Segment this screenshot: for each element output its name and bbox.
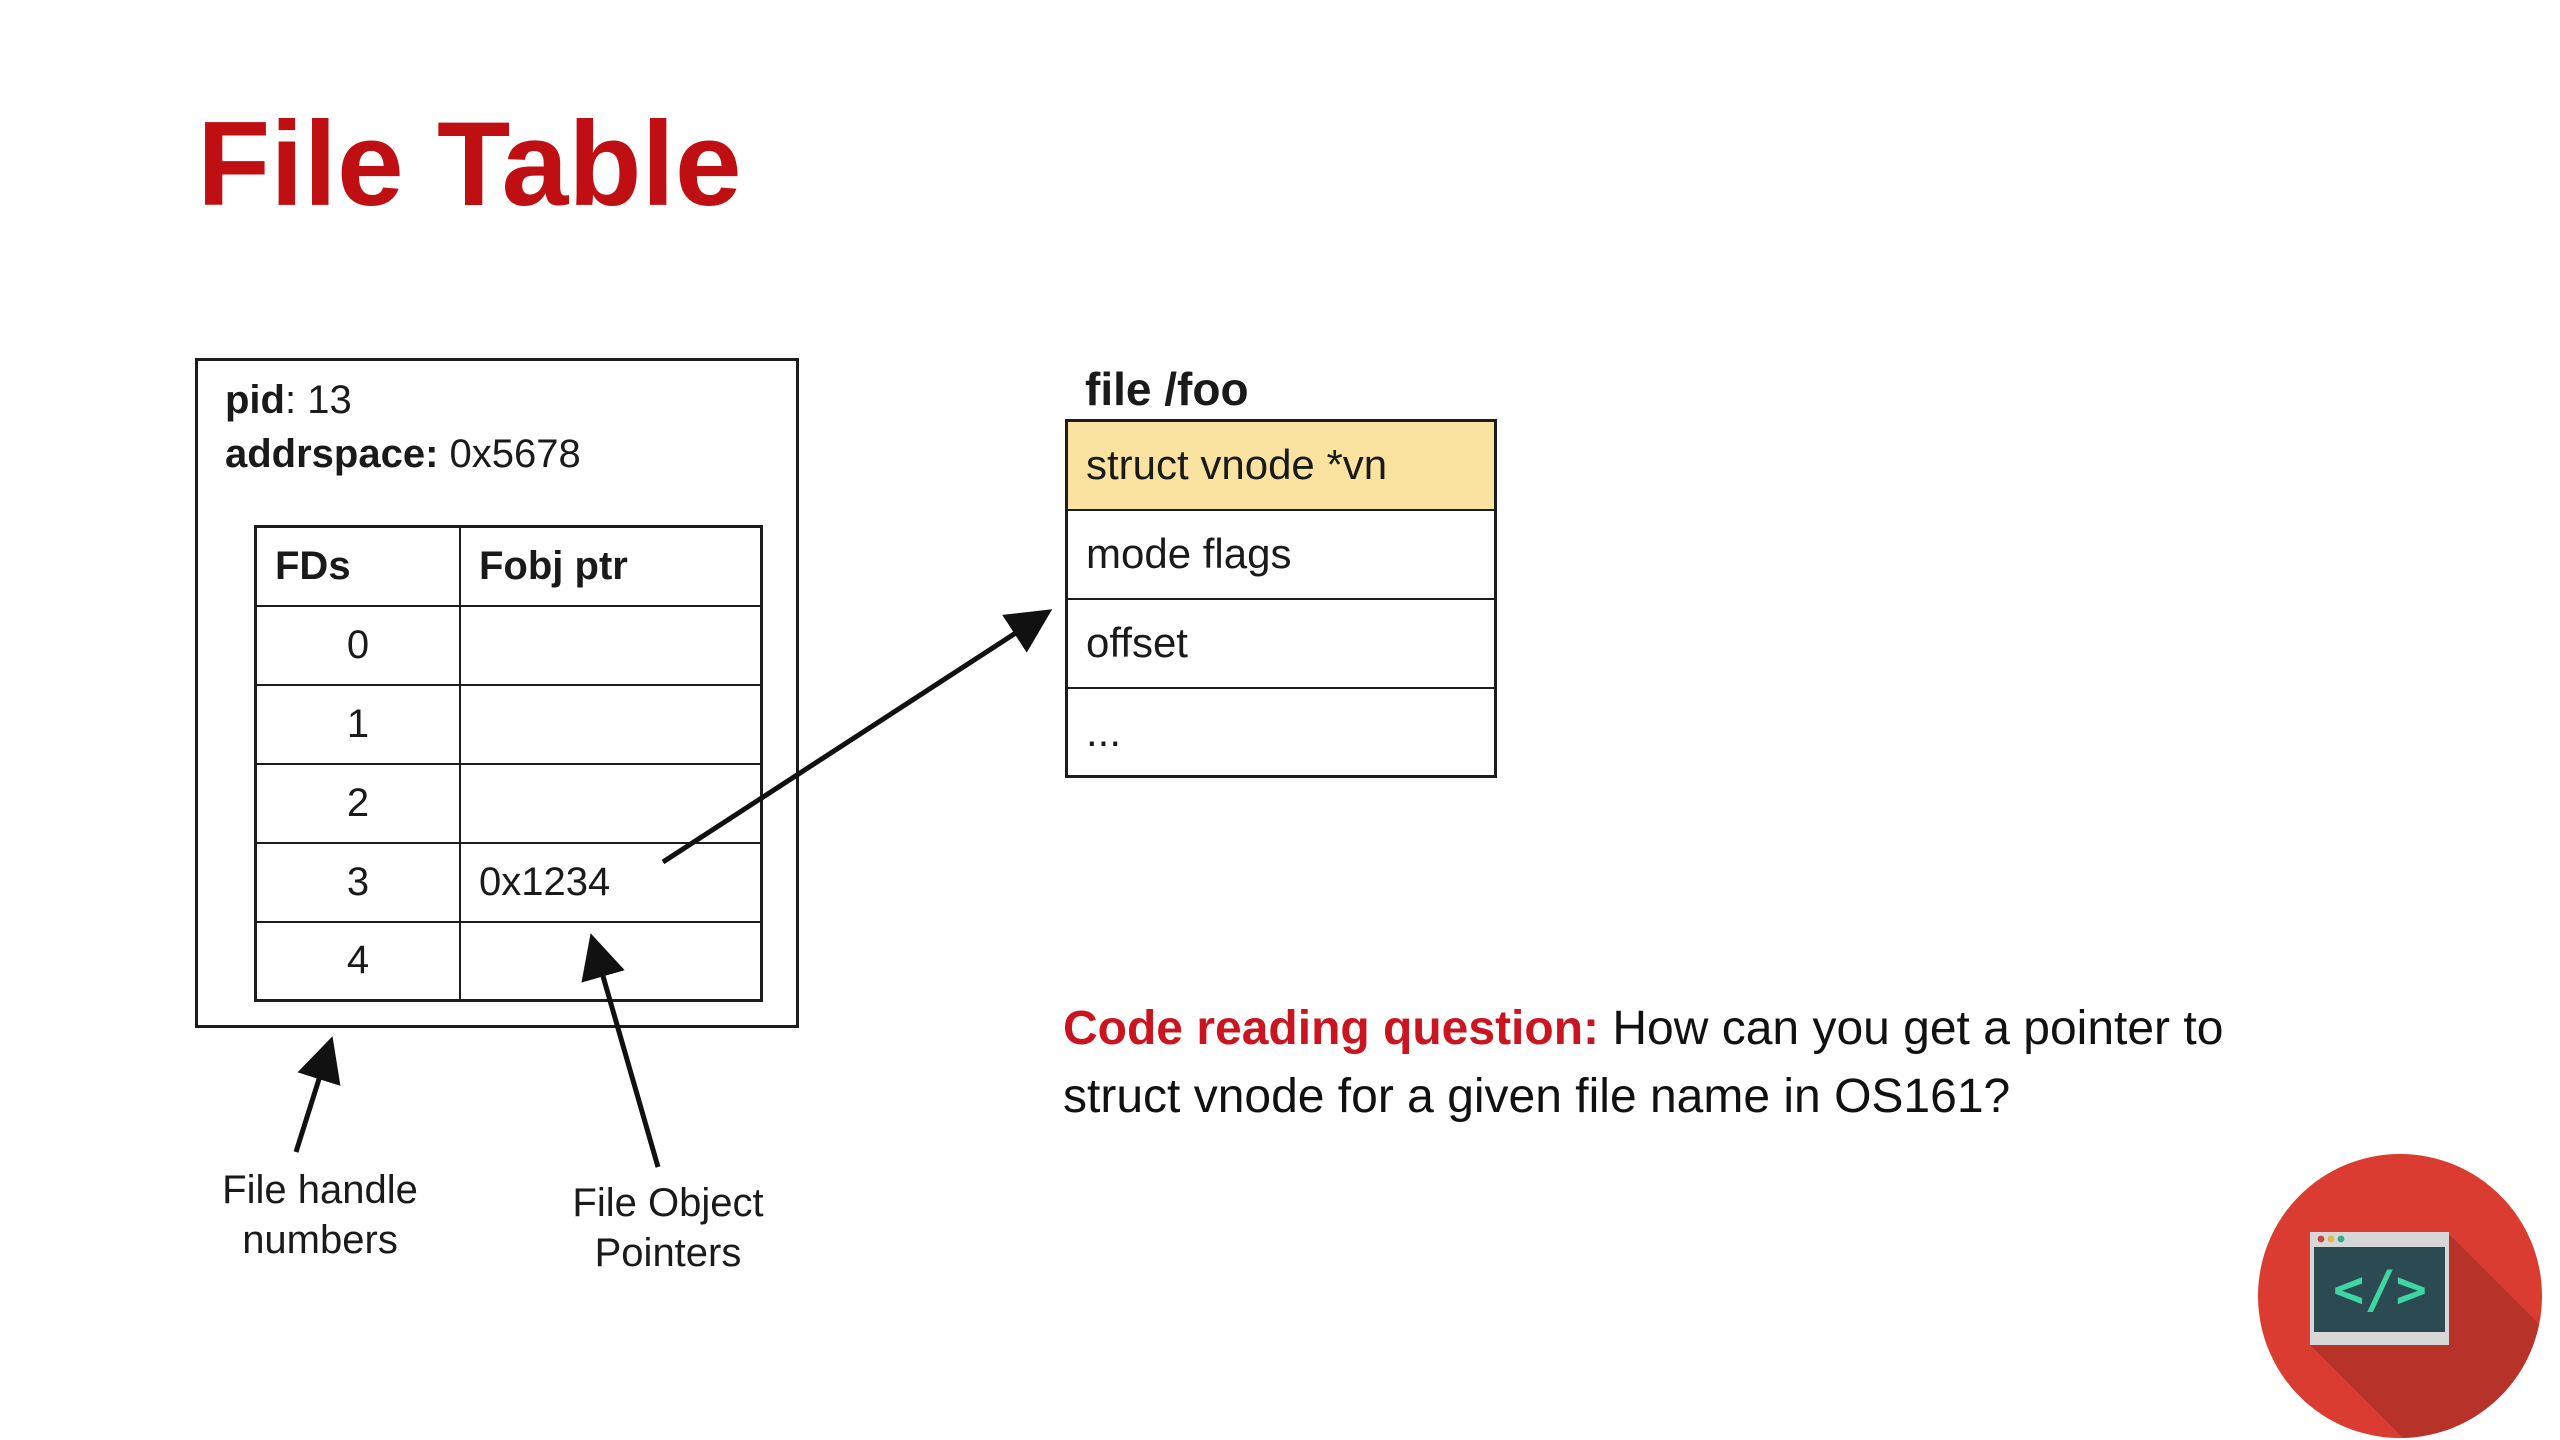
window-dot-yellow-icon bbox=[2327, 1235, 2335, 1243]
fd-table-header-row: FDs Fobj ptr bbox=[254, 525, 763, 607]
fd-table-grid: FDs Fobj ptr 0 1 2 3 0x1234 bbox=[254, 525, 763, 1002]
table-row: 0 bbox=[254, 604, 763, 686]
file-object-row: ... bbox=[1065, 686, 1497, 778]
file-object-title: file /foo bbox=[1085, 363, 1249, 415]
page-title: File Table bbox=[197, 97, 742, 231]
table-row: 1 bbox=[254, 683, 763, 765]
file-object-grid: struct vnode *vn mode flags offset ... bbox=[1065, 419, 1497, 778]
window-dot-green-icon bbox=[2337, 1235, 2345, 1243]
fd-column-header: FDs bbox=[254, 525, 461, 607]
window-dot-red-icon bbox=[2317, 1235, 2325, 1243]
fobj-ptr-column-header: Fobj ptr bbox=[459, 525, 763, 607]
fobj-ptr-cell bbox=[459, 604, 763, 686]
fd-cell: 1 bbox=[254, 683, 461, 765]
fobj-ptr-cell bbox=[459, 683, 763, 765]
table-row: 3 0x1234 bbox=[254, 841, 763, 923]
question-rest: How can you get a pointer to bbox=[1599, 1002, 2224, 1055]
pid-value: : 13 bbox=[284, 378, 352, 422]
file-handle-numbers-arrow bbox=[293, 1036, 341, 1153]
pid-label: pid bbox=[225, 378, 285, 422]
file-object-row: mode flags bbox=[1065, 508, 1497, 600]
addrspace-value: 0x5678 bbox=[438, 432, 581, 476]
table-row: offset bbox=[1065, 597, 1497, 689]
code-reading-question: Code reading question: How can you get a… bbox=[1063, 995, 2523, 1131]
question-line-2: struct vnode for a given file name in OS… bbox=[1063, 1070, 2011, 1123]
file-object-pointers-label: File Object Pointers bbox=[518, 1178, 818, 1278]
process-attributes: pid: 13 addrspace: 0x5678 bbox=[225, 373, 581, 481]
table-row: ... bbox=[1065, 686, 1497, 778]
pid-line: pid: 13 bbox=[225, 373, 581, 427]
addrspace-label: addrspace: bbox=[225, 432, 439, 476]
file-object-table: struct vnode *vn mode flags offset ... bbox=[1065, 419, 1497, 778]
fd-cell: 0 bbox=[254, 604, 461, 686]
code-symbol: </> bbox=[2333, 1260, 2427, 1320]
code-window-screen bbox=[2314, 1247, 2445, 1332]
question-line-1: Code reading question: How can you get a… bbox=[1063, 995, 2523, 1063]
process-box: pid: 13 addrspace: 0x5678 FDs Fobj ptr 0… bbox=[195, 358, 799, 1028]
question-lead: Code reading question: bbox=[1063, 1002, 1600, 1055]
label-line: numbers bbox=[242, 1218, 398, 1262]
table-row: 4 bbox=[254, 920, 763, 1002]
table-row: struct vnode *vn bbox=[1065, 419, 1497, 511]
table-row: 2 bbox=[254, 762, 763, 844]
file-object-row: offset bbox=[1065, 597, 1497, 689]
fd-cell: 2 bbox=[254, 762, 461, 844]
fobj-ptr-cell bbox=[459, 762, 763, 844]
table-row: mode flags bbox=[1065, 508, 1497, 600]
file-object-row-highlight: struct vnode *vn bbox=[1065, 419, 1497, 511]
label-line: File handle bbox=[222, 1168, 418, 1212]
file-handle-numbers-label: File handle numbers bbox=[170, 1165, 470, 1265]
fd-table: FDs Fobj ptr 0 1 2 3 0x1234 bbox=[254, 525, 763, 1002]
fobj-ptr-cell: 0x1234 bbox=[459, 841, 763, 923]
label-line: Pointers bbox=[594, 1231, 742, 1275]
label-line: File Object bbox=[572, 1181, 764, 1225]
fd-cell: 3 bbox=[254, 841, 461, 923]
fobj-ptr-cell bbox=[459, 920, 763, 1002]
code-badge-icon: </> bbox=[2258, 1154, 2542, 1438]
addrspace-line: addrspace: 0x5678 bbox=[225, 427, 581, 481]
fd-cell: 4 bbox=[254, 920, 461, 1002]
